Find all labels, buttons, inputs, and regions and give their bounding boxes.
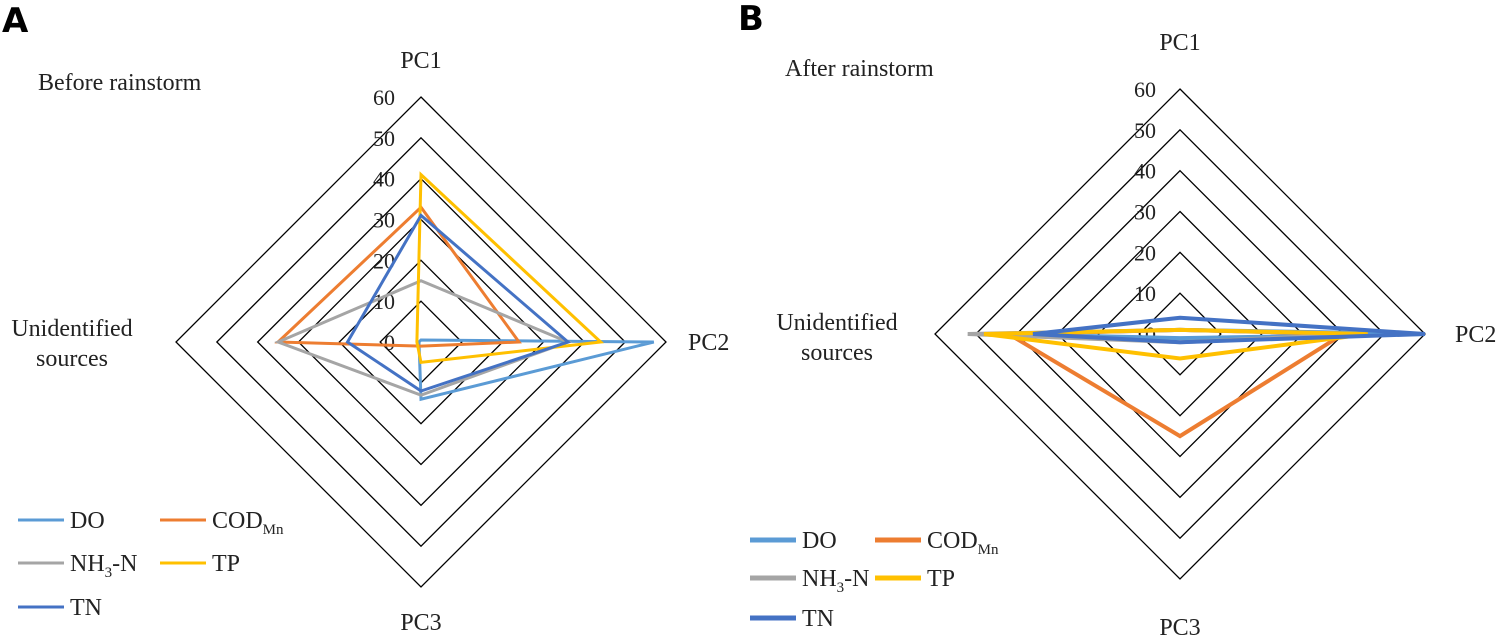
axis-label-pc2: PC2 <box>1455 322 1496 348</box>
series-do <box>417 338 655 402</box>
series-nh3-n <box>274 279 573 397</box>
grid-ring <box>974 128 1386 540</box>
tick-label: 50 <box>373 126 395 151</box>
legend-item-nh3-n: NH3-N <box>18 551 138 581</box>
legend-label: DO <box>802 528 837 554</box>
legend-item-codmn: CODMn <box>160 508 284 538</box>
tick-label: 40 <box>373 167 395 192</box>
grid-ring <box>215 136 627 548</box>
legend-label: TP <box>212 551 240 577</box>
tick-label: 60 <box>1134 77 1156 102</box>
tick-label: 40 <box>1134 159 1156 184</box>
grid-ring <box>256 177 586 507</box>
legend-label: TN <box>802 606 834 632</box>
grid-ring <box>934 88 1426 580</box>
grid-ring <box>1015 169 1345 499</box>
grid-ring <box>175 96 667 588</box>
axis-label-pc1: PC1 <box>400 48 441 74</box>
legend-label: CODMn <box>212 508 284 538</box>
legend-item-do: DO <box>750 528 837 554</box>
legend-label: DO <box>70 508 105 534</box>
axis-label-pc2: PC2 <box>688 330 729 356</box>
grid-ring <box>297 218 545 466</box>
legend-item-tn: TN <box>18 595 102 621</box>
axis-label-pc3: PC3 <box>400 610 441 636</box>
axis-label-pc1: PC1 <box>1159 30 1200 56</box>
legend-label: NH3-N <box>70 551 138 581</box>
legend-item-nh3-n: NH3-N <box>750 566 870 596</box>
legend-item-tp: TP <box>160 551 240 577</box>
grid-ring <box>338 259 504 425</box>
grid-ring <box>1097 251 1263 417</box>
series-tn <box>1032 315 1426 345</box>
panel-letter: B <box>738 0 764 39</box>
legend-item-codmn: CODMn <box>875 528 999 558</box>
legend-item-tp: TP <box>875 566 955 592</box>
tick-label: 30 <box>373 208 395 233</box>
legend-label: NH3-N <box>802 566 870 596</box>
series-codmn <box>274 205 522 348</box>
tick-label: 60 <box>373 85 395 110</box>
series-tp <box>415 171 605 365</box>
legend-label: TP <box>927 566 955 592</box>
tick-label: 0 <box>1145 322 1156 347</box>
series-tn <box>345 213 571 393</box>
legend-item-do: DO <box>18 508 105 534</box>
tick-label: 30 <box>1134 200 1156 225</box>
tick-label: 10 <box>1134 281 1156 306</box>
tick-label: 0 <box>384 330 395 355</box>
legend-label: CODMn <box>927 528 999 558</box>
tick-label: 20 <box>373 248 395 273</box>
panel-subtitle: Before rainstorm <box>38 70 202 96</box>
legend-item-tn: TN <box>750 606 834 632</box>
panel-letter: A <box>2 1 29 41</box>
grid-ring <box>1056 210 1304 458</box>
series-codmn <box>1001 327 1351 439</box>
tick-label: 20 <box>1134 240 1156 265</box>
legend-label: TN <box>70 595 102 621</box>
panel-subtitle: After rainstorm <box>785 56 934 82</box>
axis-label-pc3: PC3 <box>1159 615 1200 636</box>
tick-label: 50 <box>1134 118 1156 143</box>
